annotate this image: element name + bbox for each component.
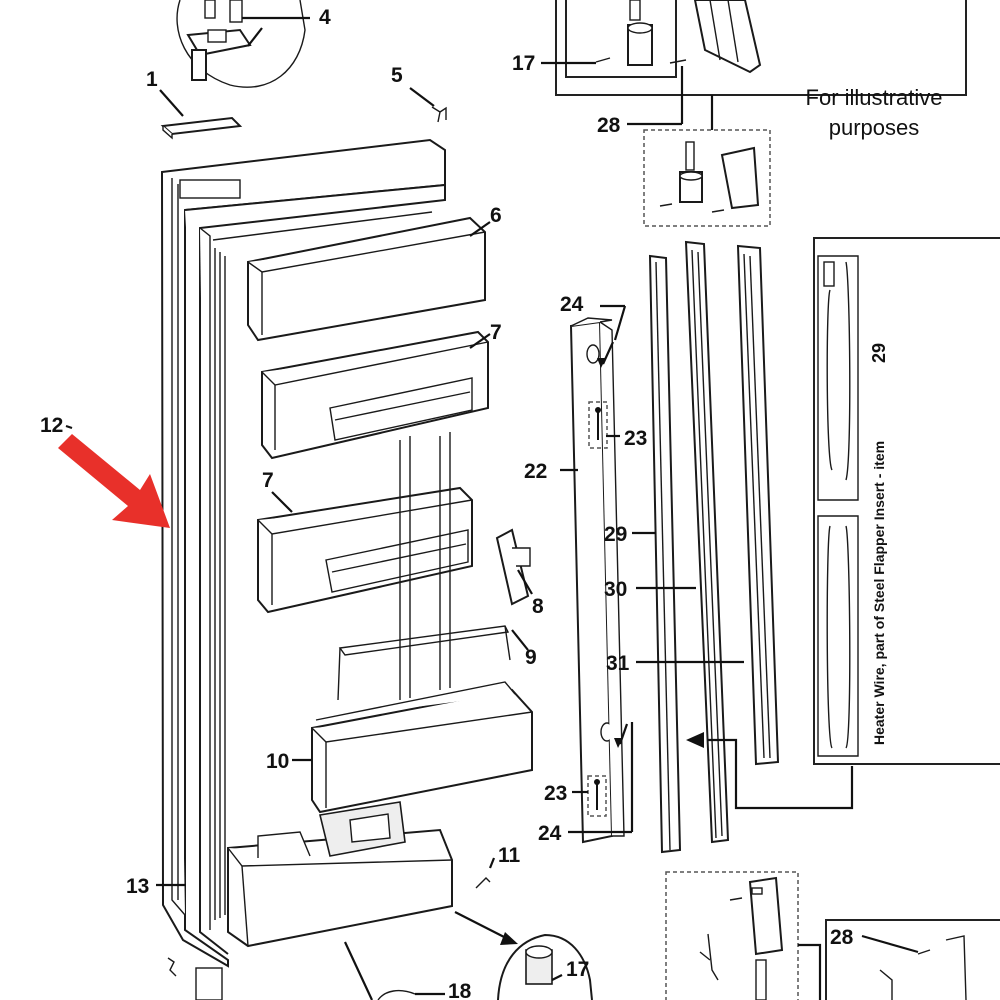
callout-23-lower: 23 <box>544 782 567 805</box>
part-11-pin <box>475 857 496 889</box>
part-5-clip <box>409 87 447 123</box>
callout-13: 13 <box>126 875 149 898</box>
dashed-hinge-box <box>643 129 771 227</box>
inner-rails <box>399 432 451 700</box>
part-1-top-cap <box>159 89 243 140</box>
bottom-hinge-detail <box>167 911 593 1000</box>
callout-23-upper: 23 <box>624 427 647 450</box>
callout-30: 30 <box>604 578 627 601</box>
callout-6: 6 <box>490 204 502 227</box>
flapper-cover-strip <box>560 304 634 844</box>
top-right-hinge-box <box>541 0 967 130</box>
heater-caption-group: Heater Wire, part of Steel Flapper Inser… <box>869 343 889 745</box>
callout-24-upper: 24 <box>560 293 584 316</box>
callout-5: 5 <box>391 64 403 87</box>
callout-11: 11 <box>498 844 521 867</box>
heater-wire-panel <box>813 237 1000 765</box>
callout-7-upper: 7 <box>490 321 502 344</box>
callout-24-lower: 24 <box>538 822 562 845</box>
callout-4: 4 <box>319 6 331 29</box>
callout-29: 29 <box>604 523 627 546</box>
highlight-arrow <box>58 424 170 528</box>
part-7-middle-bin <box>257 486 473 614</box>
heater-item-number: 29 <box>869 343 889 363</box>
top-hinge-detail <box>176 0 310 88</box>
bottom-bin <box>227 801 453 948</box>
part-6-upper-bin <box>247 216 491 342</box>
callout-9: 9 <box>525 646 537 669</box>
callout-10: 10 <box>266 750 289 773</box>
part-7-upper-bin <box>261 330 491 460</box>
illustrative-note-line-2: purposes <box>829 115 920 140</box>
callout-22: 22 <box>524 460 547 483</box>
callout-1: 1 <box>146 68 158 91</box>
callout-28-top: 28 <box>597 114 621 137</box>
callout-18: 18 <box>448 980 472 1000</box>
long-gasket-strips <box>632 240 854 854</box>
bottom-right-hinge-box <box>665 871 1000 1000</box>
callout-8: 8 <box>532 595 544 618</box>
callout-28-bottom: 28 <box>830 926 854 949</box>
illustrative-note-line-1: For illustrative <box>806 85 943 110</box>
callout-17-top: 17 <box>512 52 535 75</box>
door-frame <box>160 138 446 968</box>
callout-31: 31 <box>606 652 630 675</box>
part-23-screws <box>572 401 620 817</box>
part-8-bracket <box>495 528 533 606</box>
callout-7-middle: 7 <box>262 469 274 492</box>
callout-12: 12 <box>40 414 63 437</box>
part-10-lower-bin <box>292 681 533 814</box>
callout-17-bottom: 17 <box>566 958 589 981</box>
heater-caption: Heater Wire, part of Steel Flapper Inser… <box>871 441 887 745</box>
